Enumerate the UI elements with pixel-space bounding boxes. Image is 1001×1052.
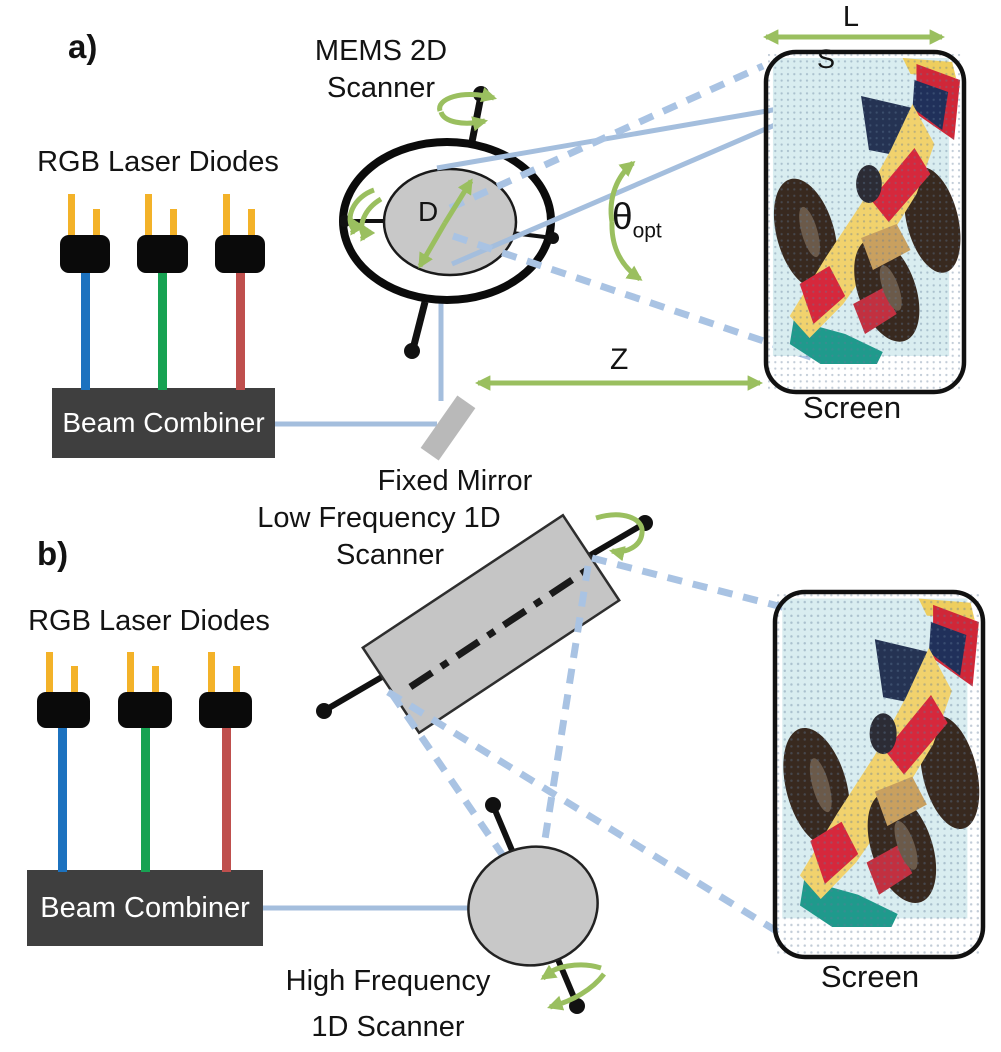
rotation-arrow-icon	[359, 196, 383, 242]
blue-laser-leg	[81, 272, 90, 390]
red-laser-leg	[236, 272, 245, 390]
blue-laser-leg	[58, 726, 67, 872]
dim-s-label: S	[817, 44, 836, 74]
dashed-beam	[591, 554, 787, 612]
fixed-mirror-icon	[420, 395, 476, 461]
screen-label-a: Screen	[802, 390, 902, 425]
laser-diode-icon	[118, 692, 172, 728]
rotation-arrow-icon	[438, 110, 489, 132]
dashed-beam	[448, 62, 765, 212]
dashed-beam	[451, 232, 813, 361]
dim-d-label: D	[418, 196, 439, 227]
beam-line	[436, 99, 820, 171]
rotation-arrow-icon	[347, 187, 375, 236]
panel-b-label: b)	[37, 535, 69, 572]
mems-scanner-label-line1: MEMS 2D	[314, 35, 448, 67]
screen-label-b: Screen	[820, 959, 920, 994]
mems-mirror-plate	[382, 167, 518, 277]
rotation-axis-dashdot	[408, 565, 591, 690]
rgb-laser-diodes	[37, 194, 265, 872]
theta-opt-label: θopt	[612, 196, 662, 243]
red-laser-leg	[222, 726, 231, 872]
screen-frame-a	[763, 49, 967, 395]
low-freq-scanner-label-line2: Scanner	[335, 539, 445, 571]
dashed-beam	[530, 565, 592, 894]
mirror-diameter-arrow	[417, 221, 448, 269]
beam-combiner-a-label: Beam Combiner	[62, 407, 265, 438]
laser-diode-icon	[215, 235, 265, 273]
rotation-arrow-icon	[437, 87, 497, 112]
rgb-laser-diodes-label-b: RGB Laser Diodes	[28, 605, 270, 637]
mirror-diameter-arrow	[442, 178, 474, 225]
rotation-arrow-icon	[547, 972, 606, 1011]
mems-scanner-label-line2: Scanner	[326, 72, 436, 104]
green-annotations-b	[540, 512, 645, 1011]
high-freq-scanner-label-line1: High Frequency	[285, 965, 491, 997]
low-freq-scanner-label-line1: Low Frequency 1D	[257, 502, 501, 534]
green-laser-leg	[141, 726, 150, 872]
laser-diode-icon	[60, 235, 110, 273]
fixed-mirror-label: Fixed Mirror	[377, 465, 533, 497]
dim-l-label: L	[842, 1, 860, 33]
mems-2d-scanner-icon	[339, 86, 559, 359]
panel-a-label: a)	[68, 28, 98, 65]
laser-diode-icon	[199, 692, 252, 728]
high-freq-scanner-label-line2: 1D Scanner	[311, 1011, 465, 1043]
laser-diode-icon	[37, 692, 90, 728]
race-car-image	[762, 54, 970, 390]
dim-z-label: Z	[610, 343, 629, 376]
green-laser-leg	[158, 272, 167, 390]
beam-combiner-b-label: Beam Combiner	[40, 891, 250, 924]
dashed-beam	[389, 692, 535, 900]
rgb-laser-diodes-label-a: RGB Laser Diodes	[37, 146, 279, 178]
race-car-image	[771, 594, 989, 955]
laser-diode-icon	[137, 235, 188, 273]
laser-spot-icon	[811, 94, 831, 114]
panel-b-drawing	[263, 512, 989, 1014]
rotation-arrow-icon	[595, 512, 645, 562]
screen-frame-b	[772, 589, 986, 960]
dashed-beam	[386, 689, 785, 938]
beam-combiner-b: Beam Combiner	[27, 870, 263, 946]
rotation-arrow-icon	[540, 962, 602, 981]
beam-combiner-a: Beam Combiner	[52, 388, 275, 458]
